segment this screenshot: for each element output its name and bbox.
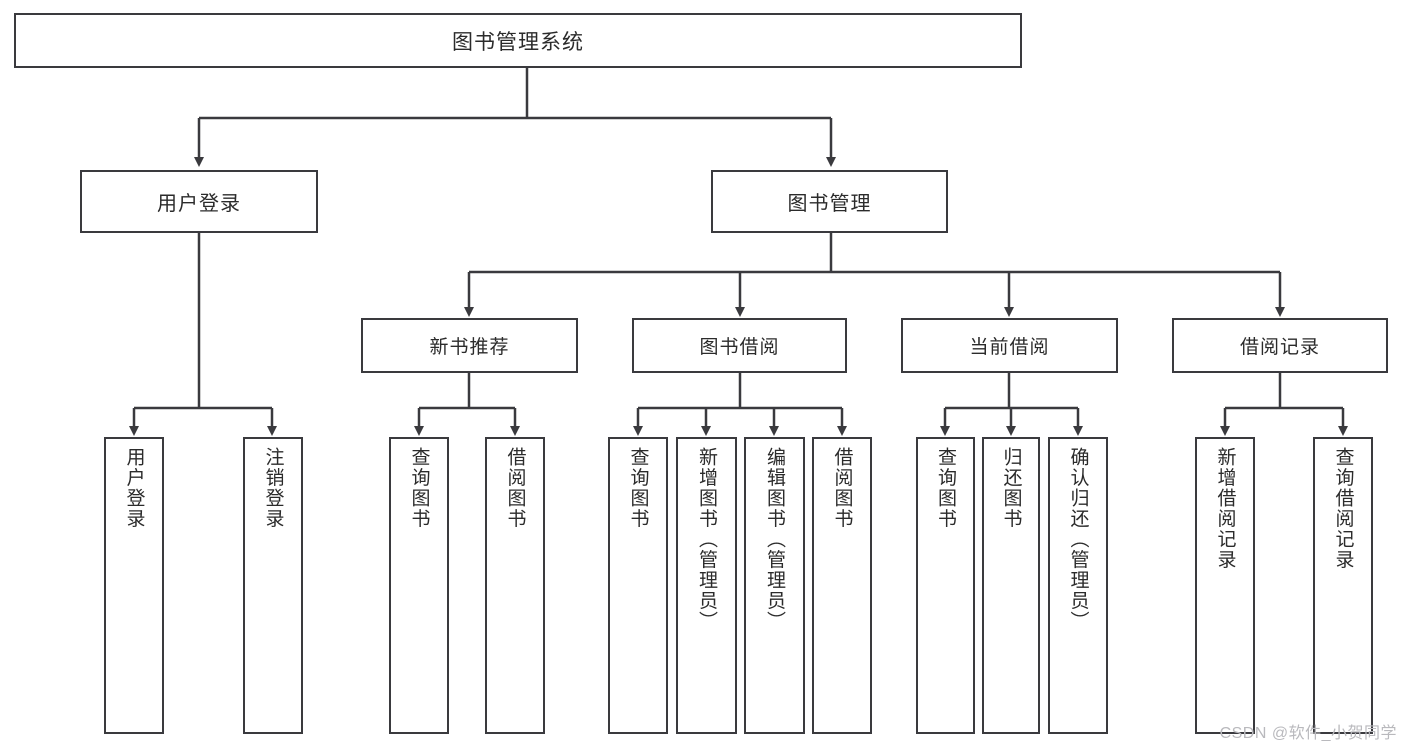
leaf-borrow-book-recommend[interactable]: 借阅图书 [485,437,545,734]
node-label: 查询图书 [627,447,649,529]
leaf-logout[interactable]: 注销登录 [243,437,303,734]
leaf-user-login[interactable]: 用户登录 [104,437,164,734]
node-level1-user-login[interactable]: 用户登录 [80,170,318,233]
leaf-query-book-recommend[interactable]: 查询图书 [389,437,449,734]
node-label: 用户登录 [123,447,145,529]
node-level2-borrow-record[interactable]: 借阅记录 [1172,318,1388,373]
node-label: 查询图书 [408,447,430,529]
leaf-confirm-return-admin[interactable]: 确认归还（管理员） [1048,437,1108,734]
node-level2-new-book-recommend[interactable]: 新书推荐 [361,318,578,373]
watermark-text: CSDN @软件_小贺同学 [1219,725,1397,742]
node-label: 用户登录 [157,193,241,215]
node-label: 图书管理 [787,193,872,215]
leaf-edit-book-admin[interactable]: 编辑图书（管理员） [744,437,805,734]
node-label: 当前借阅 [969,337,1050,358]
leaf-add-book-admin[interactable]: 新增图书（管理员） [676,437,737,734]
leaf-add-borrow-record[interactable]: 新增借阅记录 [1195,437,1255,734]
node-label: 查询图书 [935,447,956,529]
leaf-return-book[interactable]: 归还图书 [982,437,1040,734]
node-label: 确认归还（管理员） [1067,447,1089,632]
node-label: 新增图书（管理员） [696,447,717,632]
node-label: 归还图书 [1000,447,1022,529]
leaf-borrow-book[interactable]: 借阅图书 [812,437,872,734]
node-label: 新书推荐 [429,337,510,358]
node-level2-current-borrow[interactable]: 当前借阅 [901,318,1118,373]
node-label: 编辑图书（管理员） [764,447,785,632]
node-label: 查询借阅记录 [1332,447,1354,570]
node-level2-book-borrow[interactable]: 图书借阅 [632,318,847,373]
leaf-query-book-current[interactable]: 查询图书 [916,437,975,734]
node-label: 图书管理系统 [452,30,584,54]
node-label: 新增借阅记录 [1214,447,1236,570]
node-level1-book-management[interactable]: 图书管理 [711,170,948,233]
node-root[interactable]: 图书管理系统 [14,13,1022,68]
leaf-query-book-borrow[interactable]: 查询图书 [608,437,668,734]
node-label: 图书借阅 [699,337,780,358]
node-label: 借阅图书 [831,447,853,529]
leaf-query-borrow-record[interactable]: 查询借阅记录 [1313,437,1373,734]
node-label: 借阅记录 [1239,337,1320,358]
node-label: 注销登录 [262,447,284,529]
node-label: 借阅图书 [504,447,526,529]
